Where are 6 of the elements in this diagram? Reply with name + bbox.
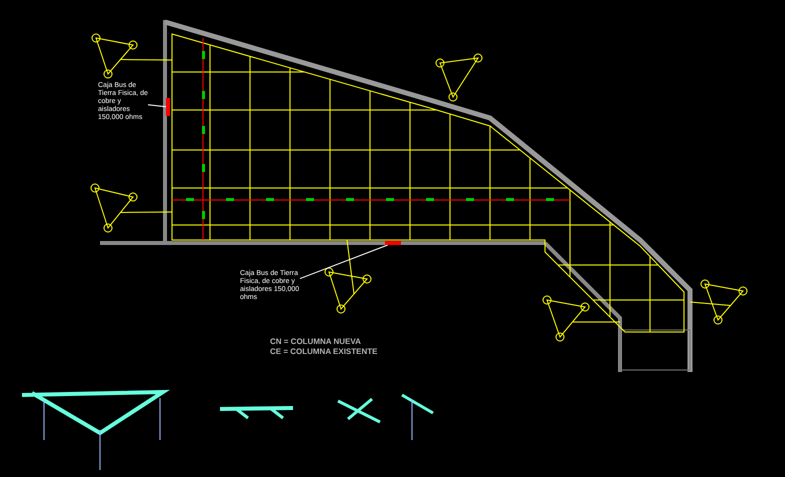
ground-bus-bar [166,98,170,116]
legend-note: CE = COLUMNA EXISTENTE [270,348,378,356]
ground-bus-bar [385,241,401,245]
legend-note: CN = COLUMNA NUEVA [270,338,361,346]
leader-line [148,104,166,108]
leader-line [300,244,388,280]
